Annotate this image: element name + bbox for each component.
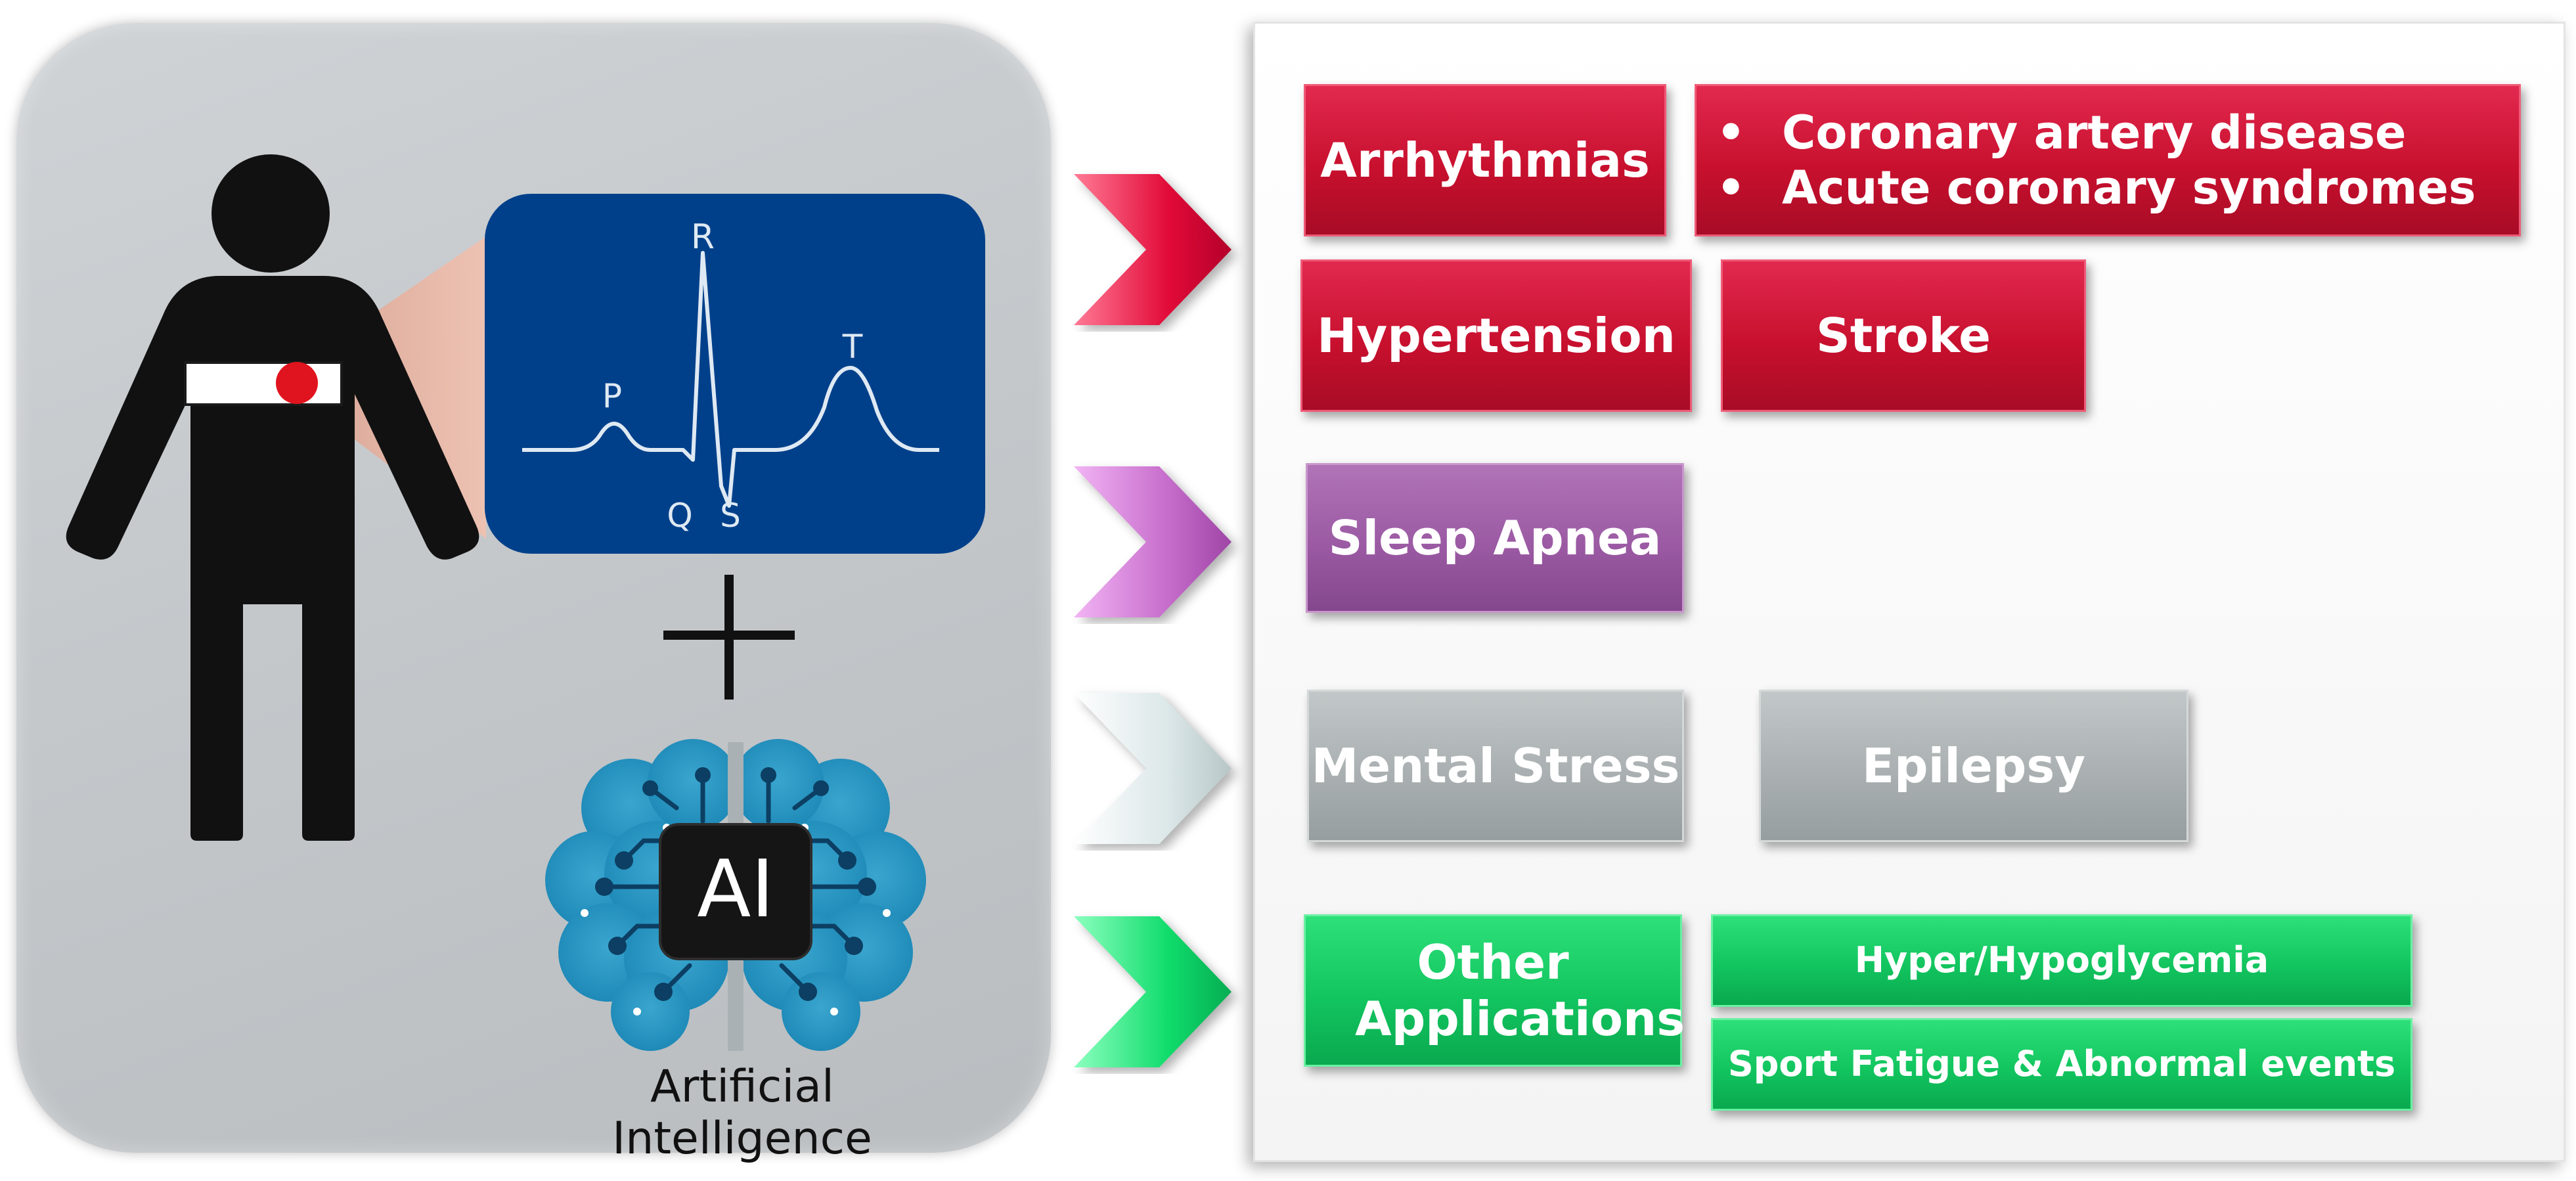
ecg-screen <box>485 194 985 554</box>
box-sleep-apnea: Sleep Apnea <box>1306 463 1684 613</box>
ai-caption: Artificial Intelligence <box>612 1061 872 1165</box>
ai-chip-label: AI <box>697 844 774 935</box>
plus-icon <box>663 575 795 700</box>
ecg-waveform <box>522 251 939 508</box>
box-coronary: Coronary artery disease Acute coronary s… <box>1695 84 2521 236</box>
person-icon <box>66 154 479 841</box>
ecg-label-r: R <box>691 217 715 257</box>
label-sport-fatigue: Sport Fatigue & Abnormal events <box>1727 1043 2396 1085</box>
chevron-green-icon <box>1074 916 1232 1067</box>
box-sport-fatigue: Sport Fatigue & Abnormal events <box>1711 1018 2412 1111</box>
coronary-list: Coronary artery disease Acute coronary s… <box>1697 105 2476 215</box>
ecg-label-p: P <box>602 377 622 415</box>
label-epilepsy: Epilepsy <box>1861 738 2086 793</box>
label-stroke: Stroke <box>1815 307 1991 363</box>
list-item-acute-coronary-syndromes: Acute coronary syndromes <box>1697 160 2476 215</box>
box-arrhythmias: Arrhythmias <box>1304 84 1666 236</box>
ai-brain-icon: AI <box>545 739 926 1051</box>
label-arrhythmias: Arrhythmias <box>1320 132 1650 188</box>
label-hypertension: Hypertension <box>1317 307 1676 363</box>
ecg-sensor <box>276 362 318 404</box>
box-hyper-hypoglycemia: Hyper/Hypoglycemia <box>1711 914 2412 1007</box>
chevron-purple-icon <box>1074 466 1232 617</box>
chevron-red-icon <box>1074 174 1232 325</box>
box-hypertension: Hypertension <box>1300 259 1692 412</box>
ecg-label-s: S <box>720 497 741 535</box>
ecg-label-t: T <box>842 328 863 366</box>
chest-strap <box>184 361 343 406</box>
ecg-illustration: R P T Q S <box>66 154 985 841</box>
label-sleep-apnea: Sleep Apnea <box>1328 510 1662 566</box>
ecg-label-q: Q <box>667 497 692 535</box>
label-other-applications: Other Applications <box>1355 934 1685 1046</box>
box-stroke: Stroke <box>1721 259 2086 412</box>
box-other-applications: Other Applications <box>1304 914 1685 1067</box>
box-mental-stress: Mental Stress <box>1307 690 1684 842</box>
chevron-gray-icon <box>1074 693 1232 844</box>
list-item-coronary-artery-disease: Coronary artery disease <box>1697 105 2476 160</box>
ai-chip <box>659 823 812 960</box>
label-mental-stress: Mental Stress <box>1311 738 1680 793</box>
box-epilepsy: Epilepsy <box>1759 690 2188 842</box>
label-hyper-hypoglycemia: Hyper/Hypoglycemia <box>1854 939 2269 981</box>
